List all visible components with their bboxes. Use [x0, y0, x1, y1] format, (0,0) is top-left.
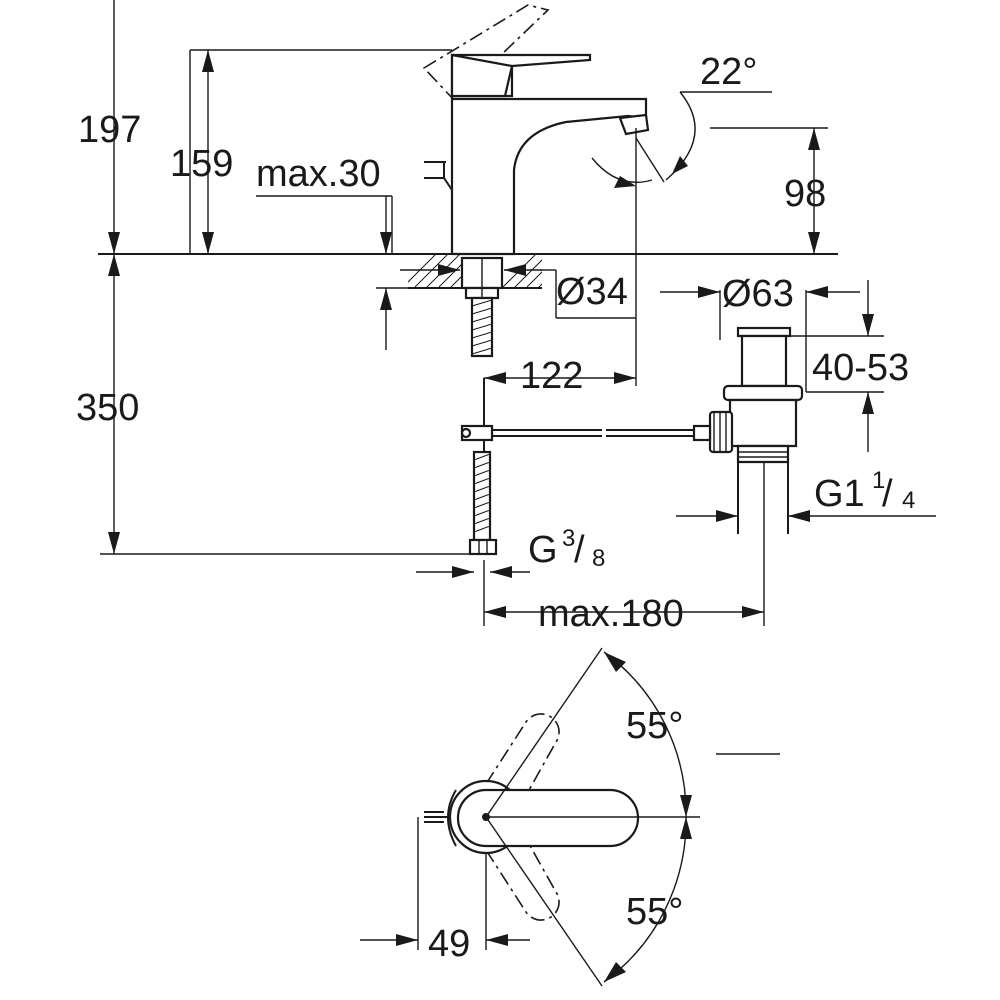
- lever-plan: [456, 788, 640, 848]
- pop-up-rod: [424, 161, 446, 179]
- lever-front: [450, 53, 514, 98]
- dim-spout-reach: 122: [520, 355, 583, 397]
- extension-lines: [100, 49, 884, 755]
- dim-max-deck: max.30: [256, 153, 381, 195]
- dim-hole-diameter: Ø34: [556, 271, 628, 313]
- dimension-labels: 197 159 max.30 22° 98 Ø34 Ø63 40-53 122 …: [76, 51, 915, 965]
- supply-hose: [468, 450, 498, 556]
- dimension-lines: [108, 0, 936, 618]
- dim-waste-range: 40-53: [812, 347, 909, 389]
- svg-text:/: /: [882, 473, 893, 515]
- dim-spout-height: 159: [170, 143, 233, 185]
- dim-lever-angle-top: 55°: [626, 705, 683, 747]
- aerator: [618, 113, 650, 136]
- svg-text:3: 3: [562, 525, 575, 552]
- svg-text:G1: G1: [814, 473, 865, 515]
- pop-up-linkage: [460, 378, 694, 452]
- dim-waste-thread: G1 1 / 4: [814, 467, 915, 515]
- svg-text:/: /: [574, 529, 585, 571]
- svg-text:4: 4: [902, 487, 915, 514]
- mixer-plan-view: [360, 647, 700, 987]
- svg-text:1: 1: [872, 467, 885, 494]
- pop-up-waste: [692, 326, 804, 534]
- dim-lever-offset: 49: [428, 923, 470, 965]
- dim-waste-diameter: Ø63: [722, 273, 794, 315]
- mixer-body: [450, 96, 648, 256]
- dim-lever-angle-bottom: 55°: [626, 891, 683, 933]
- svg-text:8: 8: [592, 545, 605, 572]
- svg-text:G: G: [528, 529, 558, 571]
- dim-spout-angle: 22°: [700, 51, 757, 93]
- dim-total-height: 197: [78, 109, 141, 151]
- deck-section: [98, 253, 838, 358]
- dim-supply-length: 350: [76, 387, 139, 429]
- dim-supply-thread: G 3 / 8: [528, 525, 605, 572]
- lever-raised-outline: [422, 4, 550, 102]
- dim-outlet-height: 98: [784, 173, 826, 215]
- dim-max-distance: max.180: [538, 593, 684, 635]
- mixer-side-view: [422, 4, 650, 256]
